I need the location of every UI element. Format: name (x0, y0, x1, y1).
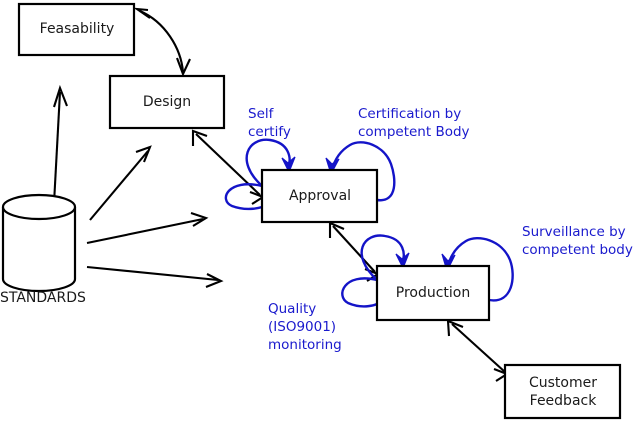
node-standards-datastore[interactable]: STANDARDS (0, 193, 86, 306)
edge-standards-approval (86, 212, 209, 245)
edge-line (89, 150, 149, 221)
arrowhead-to-design (191, 129, 208, 146)
node-label: Design (143, 94, 191, 110)
loop-lower-arc (224, 183, 263, 211)
annotation-surveillance-by-competent-body: Surveillance by competent body (522, 224, 633, 258)
node-label: STANDARDS (0, 290, 86, 306)
edge-line (195, 133, 261, 196)
node-box[interactable] (260, 168, 379, 224)
loop-arc (330, 141, 396, 202)
cylinder-top (1, 193, 77, 221)
node-customer-feedback[interactable]: Customer Feedback (503, 363, 622, 420)
self-loop-production-left (341, 234, 410, 308)
node-design[interactable]: Design (108, 74, 226, 130)
arrowhead-to-feasability (133, 7, 151, 19)
edge-line (451, 323, 506, 373)
self-loop-approval-left (224, 138, 296, 211)
arrowhead-up (52, 84, 68, 108)
node-label: Production (396, 285, 470, 301)
edge-standards-design (89, 145, 152, 221)
loop-arrowhead (325, 157, 340, 176)
arrowhead-right (205, 273, 224, 288)
arrowhead-right (190, 212, 209, 227)
node-approval[interactable]: Approval (260, 168, 379, 224)
loop-arrowhead (395, 252, 410, 270)
node-label-line2: Feedback (530, 393, 598, 409)
edge-line (332, 225, 376, 273)
annotation-line-2: competent body (522, 242, 633, 258)
edge-feasability-design (133, 7, 191, 77)
edge-line (139, 10, 185, 73)
node-label: Approval (289, 188, 351, 204)
annotation-line-2: certify (248, 124, 291, 140)
loop-upper-arc (245, 138, 291, 187)
arrowhead-up-right (135, 145, 152, 163)
node-box[interactable] (17, 2, 136, 57)
loop-upper-arc (360, 234, 405, 281)
node-label: Feasability (40, 21, 115, 37)
node-box[interactable] (108, 74, 226, 130)
node-label-line1: Customer (529, 375, 597, 391)
node-production[interactable]: Production (375, 264, 491, 322)
annotation-certification-by-competent-body: Certification by competent Body (358, 106, 470, 140)
self-loop-approval-right (325, 141, 396, 202)
annotation-line-1: Surveillance by (522, 224, 626, 240)
cylinder-body[interactable] (1, 207, 77, 293)
loop-lower-arc (341, 277, 378, 308)
edge-line (86, 217, 204, 245)
annotation-quality-iso9001-monitoring: Quality (ISO9001) monitoring (268, 301, 342, 353)
annotation-line-1: Self (248, 106, 275, 122)
node-feasability[interactable]: Feasability (17, 2, 136, 57)
node-box[interactable] (503, 363, 622, 420)
edge-line (86, 265, 219, 282)
arrowhead-to-design (176, 57, 191, 77)
edge-standards-production (86, 265, 224, 288)
annotation-line-2: (ISO9001) (268, 319, 336, 335)
annotation-line-3: monitoring (268, 337, 342, 353)
annotation-self-certify: Self certify (248, 106, 291, 140)
node-box[interactable] (375, 264, 491, 322)
edge-production-customer-feedback (446, 319, 510, 382)
loop-arc (446, 237, 514, 302)
annotation-line-1: Quality (268, 301, 316, 317)
annotation-line-1: Certification by (358, 106, 461, 122)
loop-arrowhead (281, 156, 296, 174)
annotation-line-2: competent Body (358, 124, 470, 140)
